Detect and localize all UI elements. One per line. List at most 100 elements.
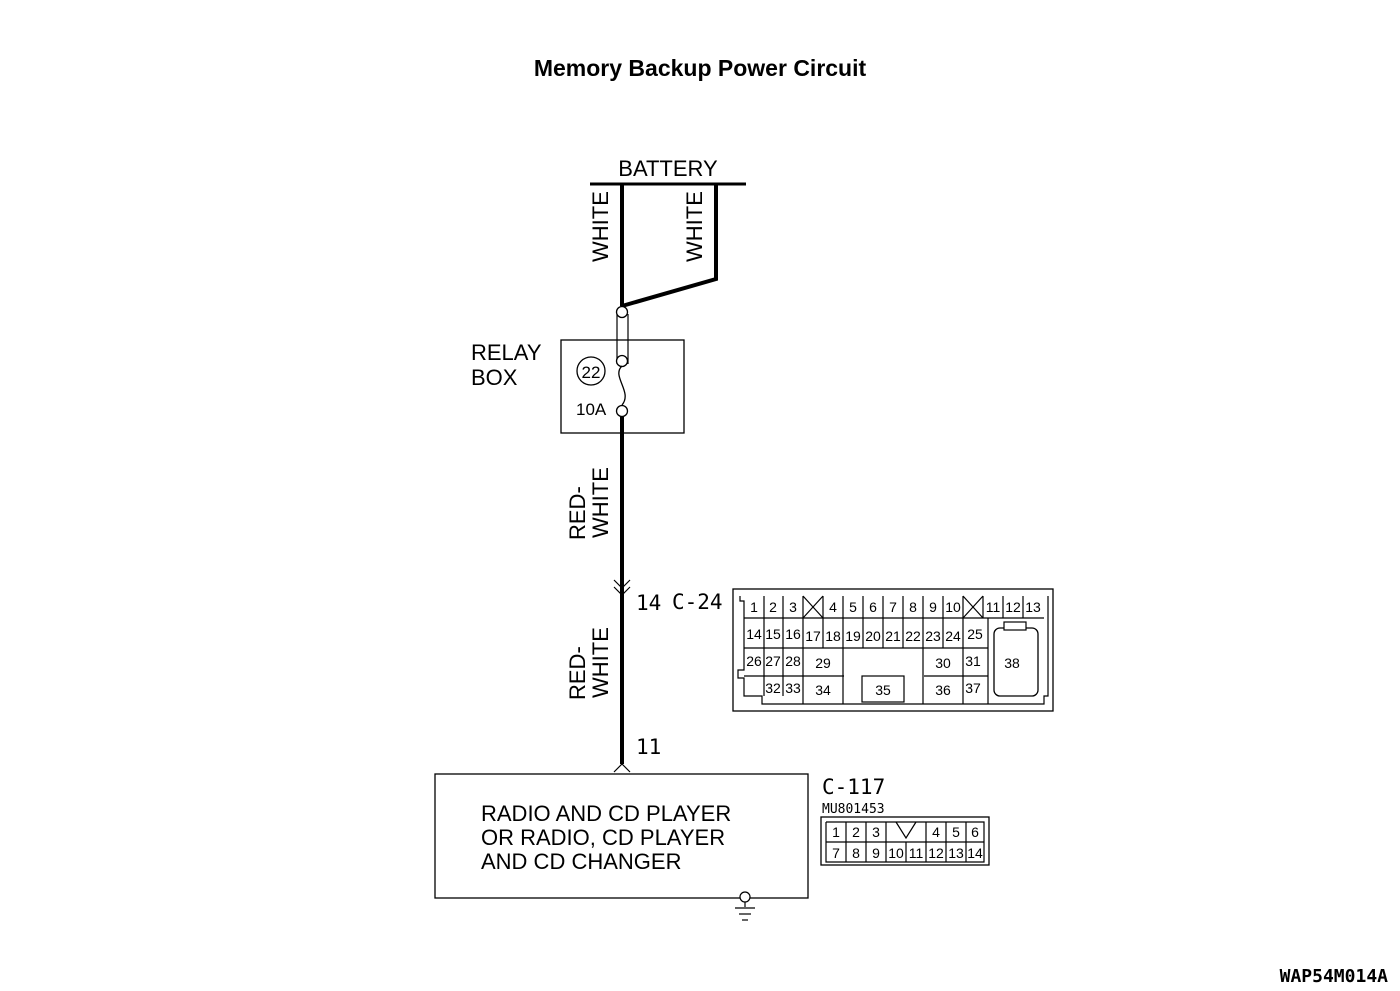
c24-pin: 37: [965, 680, 981, 696]
c24-connector-face: 1 2 3 4 5 6 7 8 9 10 11 12 13 14 15 16 1…: [732, 588, 1054, 712]
radio-unit-outline: [434, 773, 809, 899]
fuse-terminal-lower: [615, 404, 629, 418]
radio-cd-player-unit: RADIO AND CD PLAYER OR RADIO, CD PLAYER …: [434, 773, 809, 921]
battery: BATTERY: [590, 156, 746, 186]
c24-pin: 21: [885, 628, 901, 644]
connector-chevron-2: [613, 586, 631, 596]
fuse-rating: 10A: [576, 400, 607, 419]
c24-pin: 22: [905, 628, 921, 644]
c117-pin: 6: [971, 824, 979, 840]
fuse-terminal-top: [615, 305, 629, 319]
battery-label: BATTERY: [618, 156, 718, 181]
fuse-number-circle: [576, 356, 606, 386]
relay-box-label-line2: BOX: [471, 365, 518, 390]
c117-pin: 10: [888, 845, 904, 861]
c24-pin: 35: [875, 682, 891, 698]
c117-pin: 3: [872, 824, 880, 840]
c24-pin: 11: [986, 599, 1001, 615]
connector-chevron-1: [613, 579, 631, 589]
c24-pin: 9: [929, 599, 937, 615]
c117-inner-outline: [825, 821, 985, 863]
c24-pin: 10: [945, 599, 961, 615]
white-wire-right-label: WHITE: [682, 191, 707, 262]
c117-pin-numbers: 1 2 3 4 5 6 7 8 9 10 11 12 13 14: [832, 824, 983, 861]
c24-pin: 14: [746, 626, 762, 642]
c24-pin: 36: [935, 682, 951, 698]
c24-pin: 33: [785, 680, 801, 696]
c24-pin: 34: [815, 682, 831, 698]
radio-unit-label-line1: RADIO AND CD PLAYER: [481, 801, 731, 826]
white-wire-left-label: WHITE: [588, 191, 613, 262]
c24-pin-label: 14: [636, 591, 661, 615]
c24-pin: 23: [925, 628, 941, 644]
red-white-lower-label-line1: RED-: [565, 646, 590, 700]
fuse-number: 22: [582, 363, 601, 382]
c117-key-notch: [895, 821, 917, 840]
c24-row1-dividers: [763, 596, 1024, 618]
c117-pin: 4: [932, 824, 940, 840]
c24-pin: 19: [845, 628, 861, 644]
relay-box-label-line1: RELAY: [471, 340, 542, 365]
c24-pin: 38: [1004, 655, 1020, 671]
c117-connector: C-117 MU801453 1 2 3 4 5 6 7 8 9 10 11: [820, 775, 990, 866]
c24-pin35-box: [861, 675, 905, 703]
c117-pin: 9: [872, 845, 880, 861]
c24-pin: 12: [1005, 599, 1021, 615]
radio-unit-label-line2: OR RADIO, CD PLAYER: [481, 825, 725, 850]
c24-pin: 26: [746, 653, 762, 669]
c24-pin: 18: [825, 628, 841, 644]
c24-pin: 27: [765, 653, 781, 669]
fuse-element: [618, 365, 626, 406]
c117-connector-name: C-117: [822, 775, 885, 799]
red-white-upper-label-line1: RED-: [565, 486, 590, 540]
c117-dividers: [845, 822, 967, 862]
c24-pin38-key: [1003, 621, 1027, 631]
c117-pin: 5: [952, 824, 960, 840]
c24-pin: 31: [965, 653, 981, 669]
c24-pin: 24: [945, 628, 961, 644]
c117-pin: 14: [967, 845, 983, 861]
c24-outer-frame: [732, 588, 1054, 712]
c24-pin: 5: [849, 599, 857, 615]
c117-pin: 2: [852, 824, 860, 840]
red-white-upper-label-line2: WHITE: [588, 467, 613, 538]
c24-pin: 13: [1025, 599, 1041, 615]
c24-pin: 30: [935, 655, 951, 671]
c24-connector-name: C-24: [672, 590, 723, 614]
c24-pin: 7: [889, 599, 897, 615]
red-white-wire: RED- WHITE RED- WHITE: [565, 417, 631, 773]
c24-inner-outline: [737, 596, 1049, 705]
relay-box: RELAY BOX 22 10A: [471, 305, 685, 434]
c24-pin: 4: [829, 599, 837, 615]
c24-pin: 15: [765, 626, 781, 642]
c24-pin-numbers: 1 2 3 4 5 6 7 8 9 10 11 12 13 14 15 16 1…: [746, 599, 1041, 698]
c117-pin: 12: [928, 845, 944, 861]
red-white-lower-label-line2: WHITE: [588, 627, 613, 698]
c24-pin: 29: [815, 655, 831, 671]
c24-pin: 16: [785, 626, 801, 642]
c24-blank-mark: [802, 595, 824, 619]
white-wire-pair: WHITE WHITE: [588, 184, 718, 308]
c24-pin: 6: [869, 599, 877, 615]
c24-row2-dividers: [763, 618, 989, 704]
ground-icon: [735, 891, 755, 921]
c117-pin: 8: [852, 845, 860, 861]
fuse-terminal-upper: [615, 354, 629, 368]
c24-pin: 28: [785, 653, 801, 669]
c24-pin: 32: [765, 680, 781, 696]
c117-part-number: MU801453: [822, 802, 885, 817]
c117-pin: 11: [909, 845, 924, 861]
c24-pin: 25: [967, 626, 983, 642]
radio-terminal-fork: [613, 763, 631, 773]
c24-pin: 8: [909, 599, 917, 615]
c24-pin: 3: [789, 599, 797, 615]
radio-pin-label: 11: [636, 735, 661, 759]
c24-pin: 2: [769, 599, 777, 615]
c24-pin: 20: [865, 628, 881, 644]
c24-blank-mark: [962, 595, 984, 619]
figure-code: WAP54M014A: [1280, 966, 1389, 987]
c117-outer-frame: [820, 816, 990, 866]
white-wire-right: [621, 184, 718, 308]
c24-pin: 1: [750, 599, 758, 615]
